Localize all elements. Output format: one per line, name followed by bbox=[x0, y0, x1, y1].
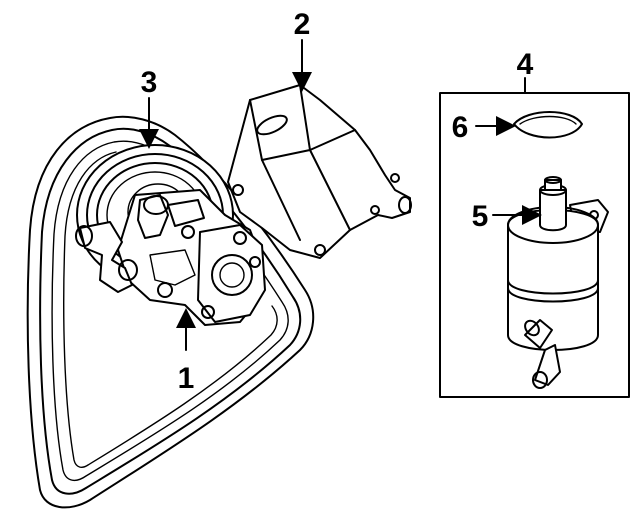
reservoir-group-box bbox=[439, 92, 630, 398]
callout-pump: 1 bbox=[178, 362, 195, 395]
callout-reservoir-group: 4 bbox=[517, 48, 534, 81]
callout-cap: 6 bbox=[452, 111, 469, 144]
callout-belt: 3 bbox=[141, 66, 158, 99]
callout-reservoir: 5 bbox=[472, 200, 489, 233]
power-steering-pump bbox=[75, 189, 266, 326]
leader-lines bbox=[139, 39, 542, 351]
reservoir-cap bbox=[513, 111, 583, 139]
pump-bracket bbox=[227, 84, 412, 259]
callout-bracket: 2 bbox=[294, 8, 311, 41]
reservoir bbox=[507, 176, 609, 389]
